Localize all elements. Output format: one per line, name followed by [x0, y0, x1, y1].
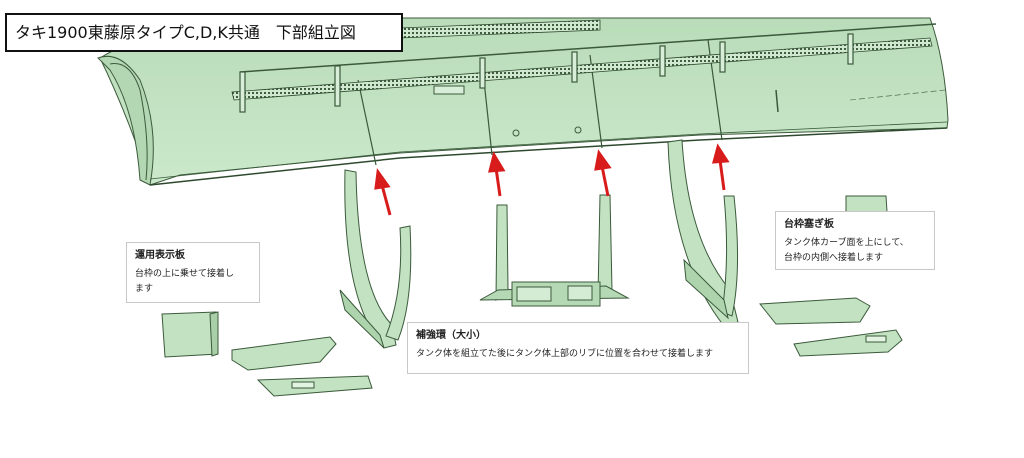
note-line: タンク体カーブ面を上にして、 — [784, 238, 909, 248]
diagram-title: タキ1900東藤原タイプC,D,K共通 下部組立図 — [5, 13, 403, 52]
note-line: タンク体を組立てた後にタンク体上部のリブに位置を合わせて接着します — [416, 349, 714, 359]
note-display-board: 運用表示板 台枠の上に乗せて接着し ます — [126, 242, 260, 303]
reinforcement-ring-center — [479, 194, 630, 307]
tank-body — [97, 17, 949, 186]
assembly-arrows — [374, 143, 730, 216]
frame-cover-plates — [759, 195, 903, 357]
note-heading: 台枠塞ぎ板 — [784, 219, 834, 230]
reinforcement-ring-left — [339, 169, 412, 349]
note-line: 台枠の上に乗せて接着し — [135, 269, 235, 279]
display-board-parts — [161, 311, 373, 397]
note-heading: 補強環（大小） — [416, 330, 486, 341]
note-frame-cover-plate: 台枠塞ぎ板 タンク体カーブ面を上にして、 台枠の内側へ接着します — [775, 211, 935, 270]
reinforcement-ring-right — [667, 139, 739, 327]
note-line: 台枠の内側へ接着します — [784, 253, 884, 263]
note-line: ます — [135, 284, 154, 294]
note-heading: 運用表示板 — [135, 250, 185, 261]
note-reinforcement-ring: 補強環（大小） タンク体を組立てた後にタンク体上部のリブに位置を合わせて接着しま… — [407, 322, 749, 374]
